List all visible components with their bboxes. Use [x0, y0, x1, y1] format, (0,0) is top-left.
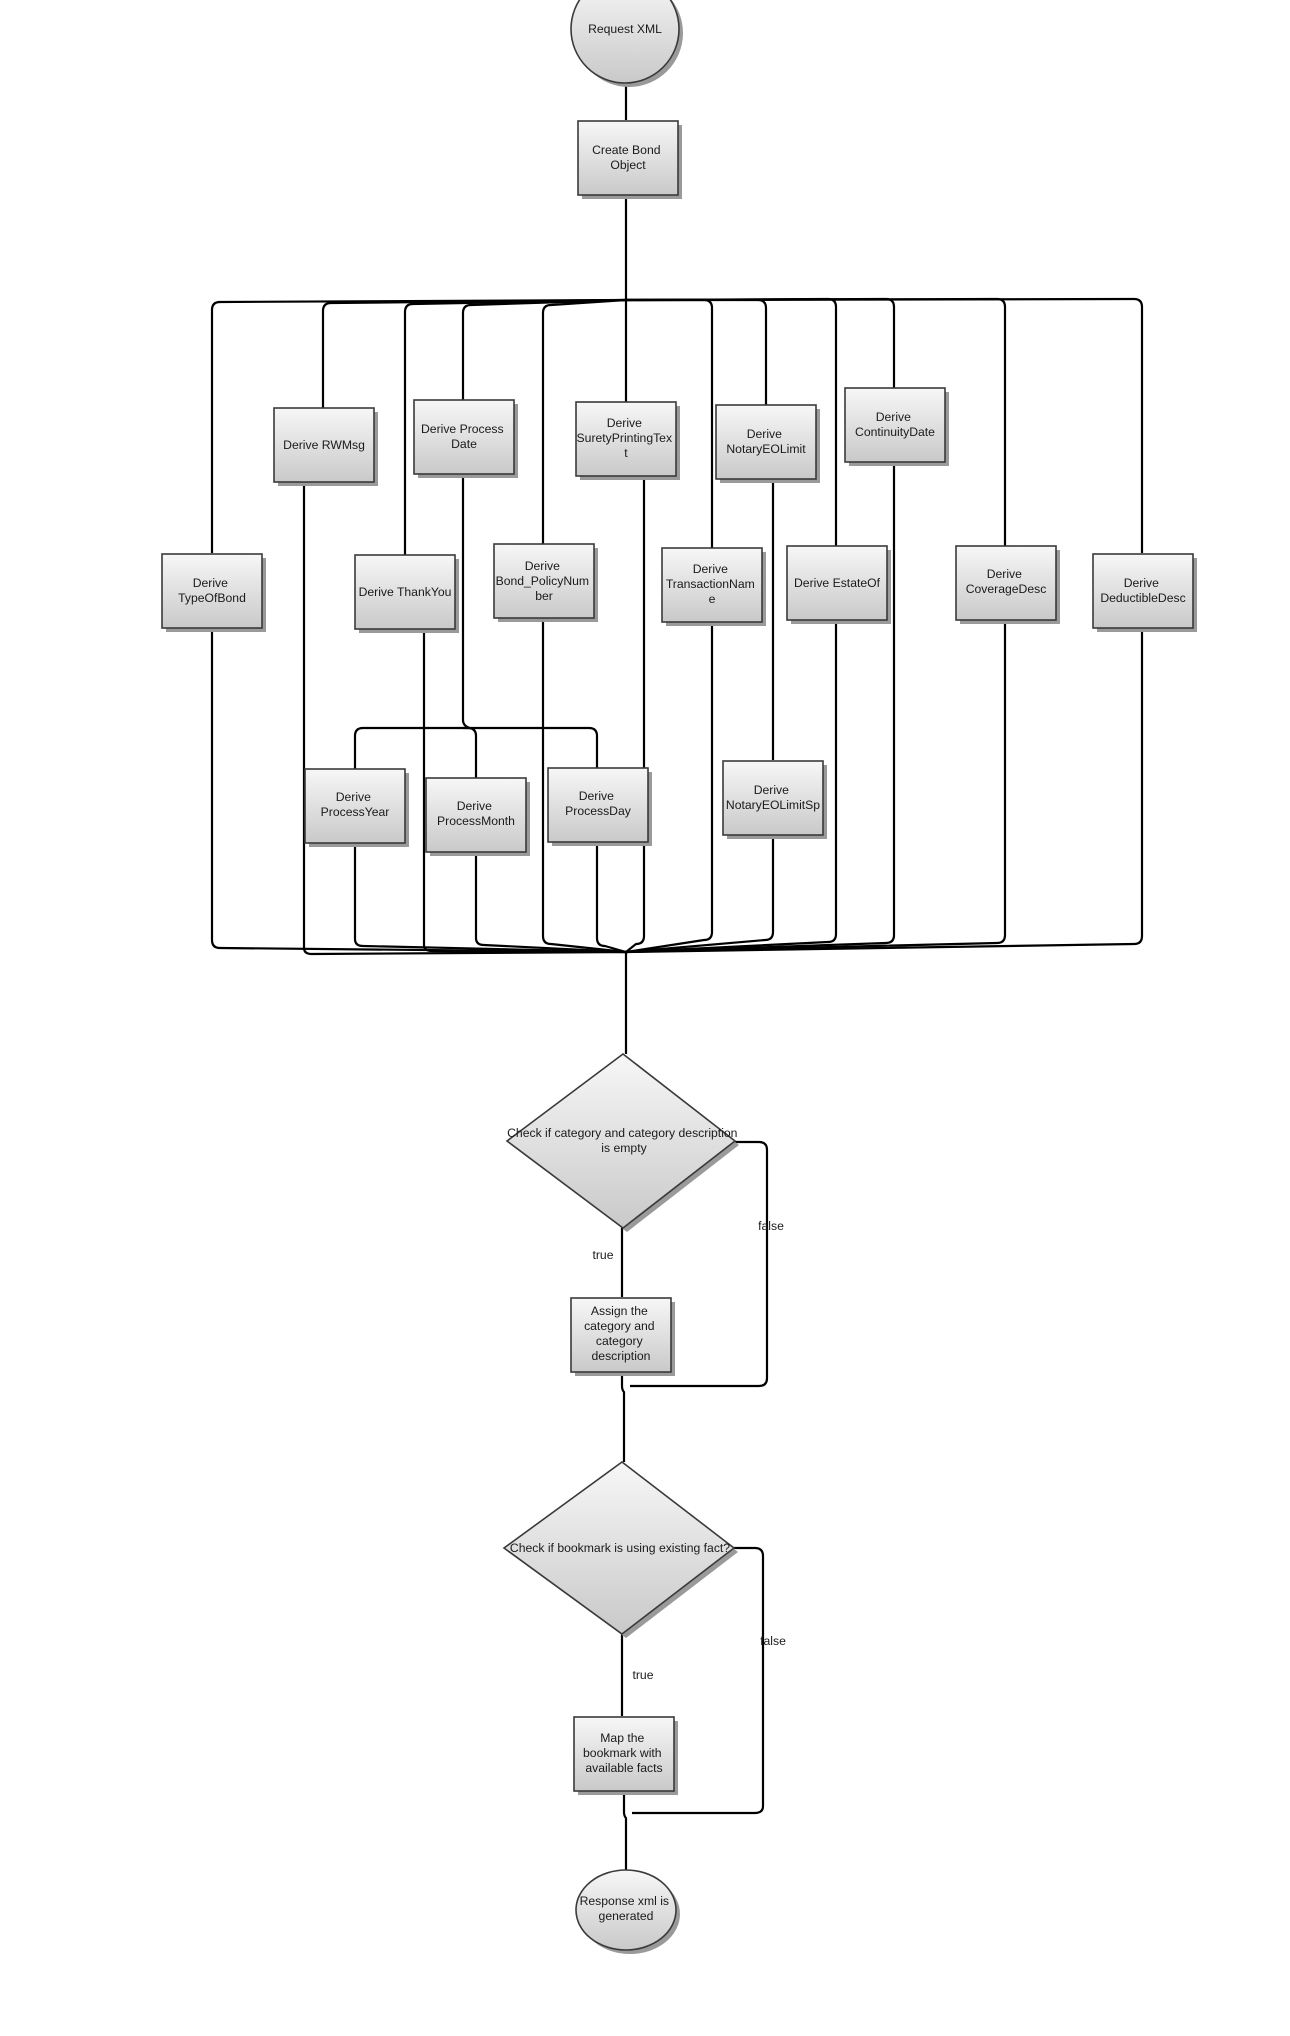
node-check-category-decision[interactable]: Check if category and category descripti… [505, 1052, 741, 1232]
node-derive-transaction-name[interactable]: Derive TransactionNam e [661, 547, 766, 626]
connector-fanout-notaryeo [626, 298, 768, 405]
connector-sub-processmonth [463, 726, 478, 778]
node-derive-notary-eo-limit-sp-label: Derive NotaryEOLimitSp [726, 783, 820, 812]
node-assign-category[interactable]: Assign the category and category descrip… [570, 1297, 675, 1376]
connector-map-to-response [622, 1791, 628, 1872]
connector-fanin-estateof [625, 620, 838, 954]
node-derive-process-day[interactable]: Derive ProcessDay [547, 767, 652, 846]
edge-label-bookmark-true: true [632, 1668, 653, 1682]
node-derive-process-date-label: Derive Process Date [421, 422, 507, 451]
connector-fanin-deductible [625, 627, 1144, 954]
node-derive-transaction-name-label: Derive TransactionNam e [666, 562, 758, 606]
edge-label-category-true: true [592, 1248, 613, 1262]
connector-bookmark-false [632, 1546, 765, 1815]
edge-label-bookmark-false: false [760, 1634, 786, 1648]
node-derive-process-month[interactable]: Derive ProcessMonth [425, 777, 530, 856]
node-derive-bond-policy-number[interactable]: Derive Bond_PolicyNum ber [493, 543, 598, 622]
connector-fanin-typeofbond [210, 627, 627, 954]
node-derive-continuity-date[interactable]: Derive ContinuityDate [844, 387, 949, 466]
connector-fanin-surety [625, 476, 646, 953]
node-derive-process-day-label: Derive ProcessDay [565, 789, 632, 818]
connector-fanout-typeofbond [210, 298, 627, 553]
node-derive-rwmsg[interactable]: Derive RWMsg [273, 407, 378, 486]
node-derive-surety-printing-text-label: Derive SuretyPrintingTex t [577, 416, 676, 460]
connector-sub-processyear [353, 726, 463, 769]
connector-fanin-transaction [625, 622, 714, 954]
connector-fanout-bondpolicy [541, 298, 627, 544]
node-derive-thankyou-label: Derive ThankYou [359, 585, 452, 599]
node-check-category-label: Check if category and category descripti… [507, 1126, 741, 1155]
connector-fanin-processday [595, 842, 627, 954]
node-create-bond-object-label: Create Bond Object [592, 143, 664, 172]
node-derive-coverage-desc[interactable]: Derive CoverageDesc [955, 545, 1060, 624]
connector-processdate-down [461, 474, 471, 730]
node-derive-continuity-date-label: Derive ContinuityDate [855, 410, 935, 439]
node-derive-deductible-desc[interactable]: Derive DeductibleDesc [1092, 553, 1197, 632]
node-derive-thankyou[interactable]: Derive ThankYou [354, 554, 459, 633]
node-derive-surety-printing-text[interactable]: Derive SuretyPrintingTex t [575, 401, 680, 480]
node-response-xml-label: Response xml is generated [580, 1894, 673, 1923]
node-map-bookmark[interactable]: Map the bookmark with available facts [573, 1716, 678, 1795]
node-check-bookmark-decision[interactable]: Check if bookmark is using existing fact… [502, 1461, 738, 1638]
connector-fanout-deductible [625, 297, 1144, 553]
node-derive-notary-eo-limit-label: Derive NotaryEOLimit [726, 427, 806, 456]
node-request-xml-label: Request XML [588, 22, 662, 36]
node-derive-deductible-desc-label: Derive DeductibleDesc [1100, 576, 1185, 605]
node-derive-rwmsg-label: Derive RWMsg [283, 438, 365, 452]
node-derive-process-date[interactable]: Derive Process Date [413, 399, 518, 478]
connector-fanout-continuity [625, 297, 896, 388]
connector-fanin-thankyou [422, 629, 627, 954]
connector-fanin-processmonth [474, 852, 627, 954]
node-derive-process-month-label: Derive ProcessMonth [437, 799, 515, 828]
node-derive-estate-of[interactable]: Derive EstateOf [786, 545, 891, 624]
node-derive-notary-eo-limit[interactable]: Derive NotaryEOLimit [715, 404, 820, 483]
node-create-bond-object[interactable]: Create Bond Object [577, 120, 682, 199]
connector-sub-processday [463, 726, 599, 768]
connector-category-false [630, 1140, 769, 1388]
node-map-bookmark-label: Map the bookmark with available facts [583, 1731, 665, 1775]
connector-fanin-rwmsg [302, 482, 627, 956]
connector-fanin-coverage [625, 620, 1007, 954]
node-response-xml[interactable]: Response xml is generated [575, 1869, 680, 1954]
node-derive-typeofbond-label: Derive TypeOfBond [178, 576, 246, 605]
node-derive-process-year-label: Derive ProcessYear [321, 790, 390, 819]
node-derive-estate-of-label: Derive EstateOf [794, 576, 881, 590]
connector-fanin-bondpolicy [541, 618, 627, 954]
connector-assign-to-check-bookmark [620, 1373, 626, 1462]
connector-fanout-processdate [461, 298, 627, 400]
node-check-bookmark-label: Check if bookmark is using existing fact… [510, 1541, 730, 1555]
node-derive-typeofbond[interactable]: Derive TypeOfBond [161, 553, 266, 632]
node-derive-notary-eo-limit-sp[interactable]: Derive NotaryEOLimitSp [722, 760, 827, 839]
connector-fanout-thankyou [403, 298, 627, 555]
flowchart-nodes: Request XML Create Bond Object Derive Ty… [161, 0, 1197, 1954]
node-derive-bond-policy-number-label: Derive Bond_PolicyNum ber [496, 559, 593, 603]
connector-fanin-continuity [625, 462, 896, 954]
node-assign-category-label: Assign the category and category descrip… [584, 1304, 658, 1363]
connector-fanin-notaryeosp [625, 835, 775, 954]
edge-label-category-false: false [758, 1219, 784, 1233]
node-derive-process-year[interactable]: Derive ProcessYear [304, 768, 409, 847]
connector-lines [210, 84, 1144, 1872]
node-request-xml[interactable]: Request XML [570, 0, 683, 87]
edge-labels: true false true false [592, 1219, 786, 1682]
node-derive-coverage-desc-label: Derive CoverageDesc [966, 567, 1047, 596]
connector-fanout-rwmsg [321, 298, 627, 408]
connector-fanin-processyear [353, 843, 627, 954]
